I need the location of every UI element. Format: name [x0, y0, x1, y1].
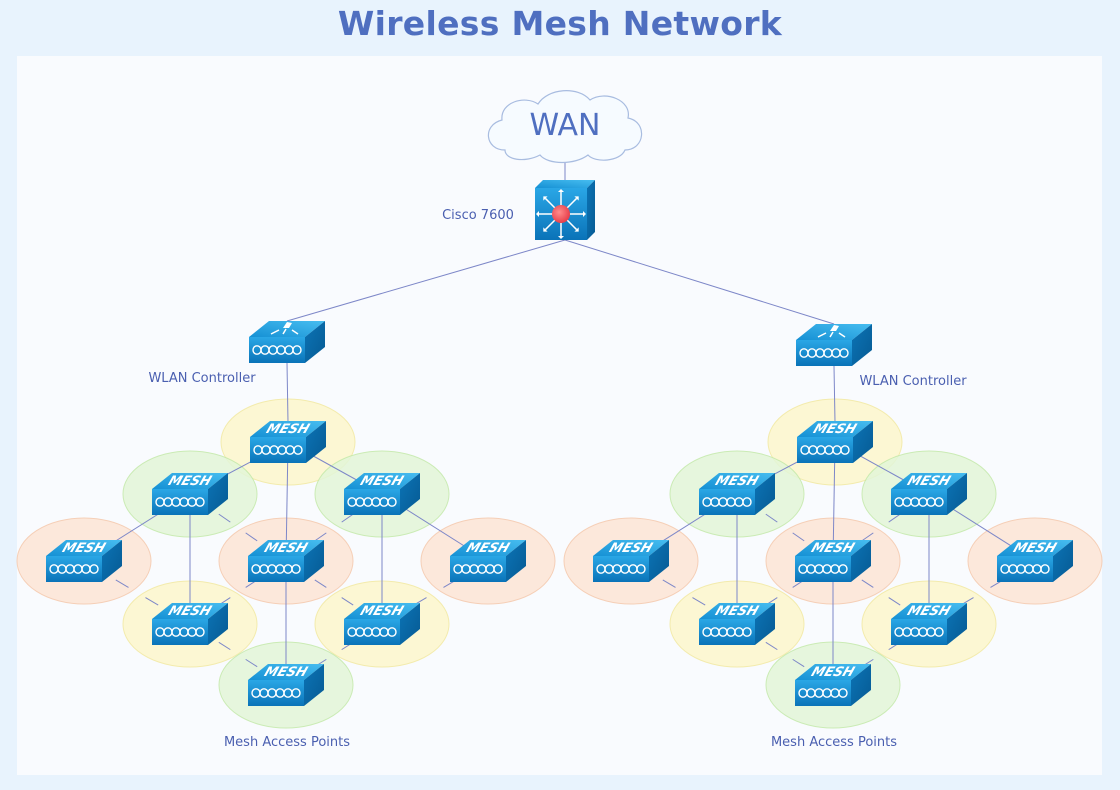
mesh-access-point-icon[interactable]: MESH — [891, 603, 967, 645]
mesh-access-point-icon[interactable]: MESH — [344, 603, 420, 645]
mesh-access-point-icon[interactable]: MESH — [250, 421, 326, 463]
mesh-text: MESH — [166, 474, 213, 489]
link-router-controller — [286, 239, 566, 322]
mesh-access-point-icon[interactable]: MESH — [797, 421, 873, 463]
wireless-hint — [861, 532, 874, 542]
controller-arrow-icon — [283, 322, 292, 328]
mesh-access-point-icon[interactable]: MESH — [699, 473, 775, 515]
page-title: Wireless Mesh Network — [337, 4, 783, 43]
wireless-hint — [341, 513, 354, 523]
right-controller-label: WLAN Controller — [859, 374, 967, 389]
mesh-text: MESH — [607, 541, 654, 556]
mesh-text: MESH — [905, 474, 952, 489]
mesh-access-point-icon[interactable]: MESH — [891, 473, 967, 515]
mesh-access-point-icon[interactable]: MESH — [152, 473, 228, 515]
mesh-text: MESH — [166, 604, 213, 619]
mesh-text: MESH — [905, 604, 952, 619]
wireless-hint — [861, 579, 874, 588]
mesh-text: MESH — [811, 422, 858, 437]
left-controller-label: WLAN Controller — [148, 371, 256, 386]
layer3-switch-icon[interactable] — [535, 180, 595, 240]
mesh-text: MESH — [60, 541, 107, 556]
wan-label: WAN — [530, 108, 601, 143]
mesh-access-point-icon[interactable]: MESH — [593, 540, 669, 582]
wireless-hint — [341, 597, 354, 606]
nodes: MESH MESH MESH MESH MESH MESH MESH MESH MESH MESH… — [46, 90, 1073, 706]
wireless-hint — [245, 658, 258, 668]
link-controller-mesh — [833, 365, 836, 423]
wireless-hint — [218, 513, 231, 523]
mesh-text: MESH — [713, 604, 760, 619]
right-mesh-label: Mesh Access Points — [771, 735, 897, 750]
mesh-access-point-icon[interactable]: MESH — [699, 603, 775, 645]
wireless-hint — [245, 532, 258, 542]
wireless-hint — [218, 641, 231, 651]
mesh-access-point-icon[interactable]: MESH — [152, 603, 228, 645]
mesh-access-point-icon[interactable]: MESH — [46, 540, 122, 582]
wireless-hint — [888, 513, 901, 523]
mesh-text: MESH — [809, 541, 856, 556]
labels: WAN Cisco 7600 WLAN Controller WLAN Cont… — [148, 108, 967, 750]
wireless-hint — [662, 579, 676, 588]
wireless-hint — [792, 532, 805, 542]
mesh-text: MESH — [264, 422, 311, 437]
wan-cloud-icon[interactable] — [487, 90, 643, 164]
coverage-zones — [16, 398, 1103, 729]
wireless-hint — [314, 579, 327, 588]
mesh-access-point-icon[interactable]: MESH — [450, 540, 526, 582]
mesh-access-point-icon[interactable]: MESH — [248, 664, 324, 706]
wireless-hint — [145, 597, 159, 606]
wireless-hint — [765, 641, 778, 651]
wireless-hint — [888, 597, 901, 606]
mesh-text: MESH — [358, 604, 405, 619]
mesh-text: MESH — [1011, 541, 1058, 556]
mesh-access-point-icon[interactable]: MESH — [997, 540, 1073, 582]
link-controller-mesh — [286, 362, 289, 423]
wireless-hint — [692, 597, 706, 606]
mesh-text: MESH — [358, 474, 405, 489]
mesh-text: MESH — [809, 665, 856, 680]
core-router-label: Cisco 7600 — [442, 208, 514, 223]
wlan-controller-icon[interactable] — [796, 324, 872, 366]
wireless-hint — [314, 532, 327, 542]
mesh-text: MESH — [262, 665, 309, 680]
controller-arrow-icon — [830, 325, 839, 331]
wireless-hint — [792, 658, 805, 668]
mesh-text: MESH — [713, 474, 760, 489]
mesh-access-point-icon[interactable]: MESH — [248, 540, 324, 582]
mesh-access-point-icon[interactable]: MESH — [344, 473, 420, 515]
mesh-access-point-icon[interactable]: MESH — [795, 540, 871, 582]
router-core — [552, 205, 570, 223]
mesh-text: MESH — [464, 541, 511, 556]
wireless-hint — [765, 513, 778, 523]
mesh-text: MESH — [262, 541, 309, 556]
wlan-controller-icon[interactable] — [249, 321, 325, 363]
wireless-hint — [115, 579, 129, 588]
mesh-access-point-icon[interactable]: MESH — [795, 664, 871, 706]
left-mesh-label: Mesh Access Points — [224, 735, 350, 750]
link-router-controller — [564, 239, 835, 325]
